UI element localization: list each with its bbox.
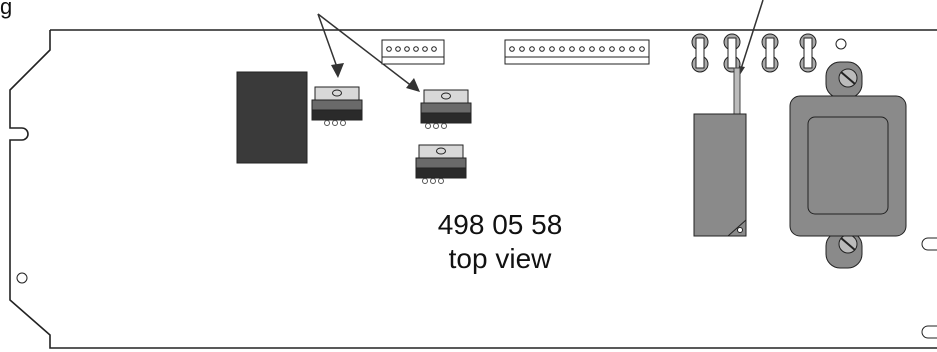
relay-component (693, 113, 747, 237)
board-caption: 498 05 58 top view (380, 208, 620, 276)
transformer (789, 61, 907, 269)
mounting-hole-top (835, 38, 847, 50)
fuse-holder-1 (691, 33, 709, 73)
callout-text-fragment: g (0, 0, 12, 19)
board-outline (9, 29, 937, 349)
view-label: top view (448, 243, 552, 274)
regulator-2 (420, 89, 472, 129)
connector-14-pin (504, 39, 650, 65)
fuse-holder-2 (723, 33, 741, 73)
arrowheads (331, 63, 745, 92)
regulator-3 (415, 144, 467, 184)
relay-dot (737, 227, 743, 233)
model-number: 498 05 58 (437, 209, 563, 240)
edge-notch-right-mid (921, 237, 937, 251)
component-lead (733, 67, 741, 115)
fuse-holder-3 (761, 33, 779, 73)
edge-notch-right-bottom (921, 325, 937, 339)
fuse-holder-4 (799, 33, 817, 73)
callout-arrows (317, 0, 764, 88)
relay-mark (727, 219, 747, 237)
large-dark-component (236, 71, 308, 164)
regulator-1 (311, 86, 363, 126)
connector-6-pin (381, 39, 445, 65)
mounting-hole-left (16, 272, 28, 284)
